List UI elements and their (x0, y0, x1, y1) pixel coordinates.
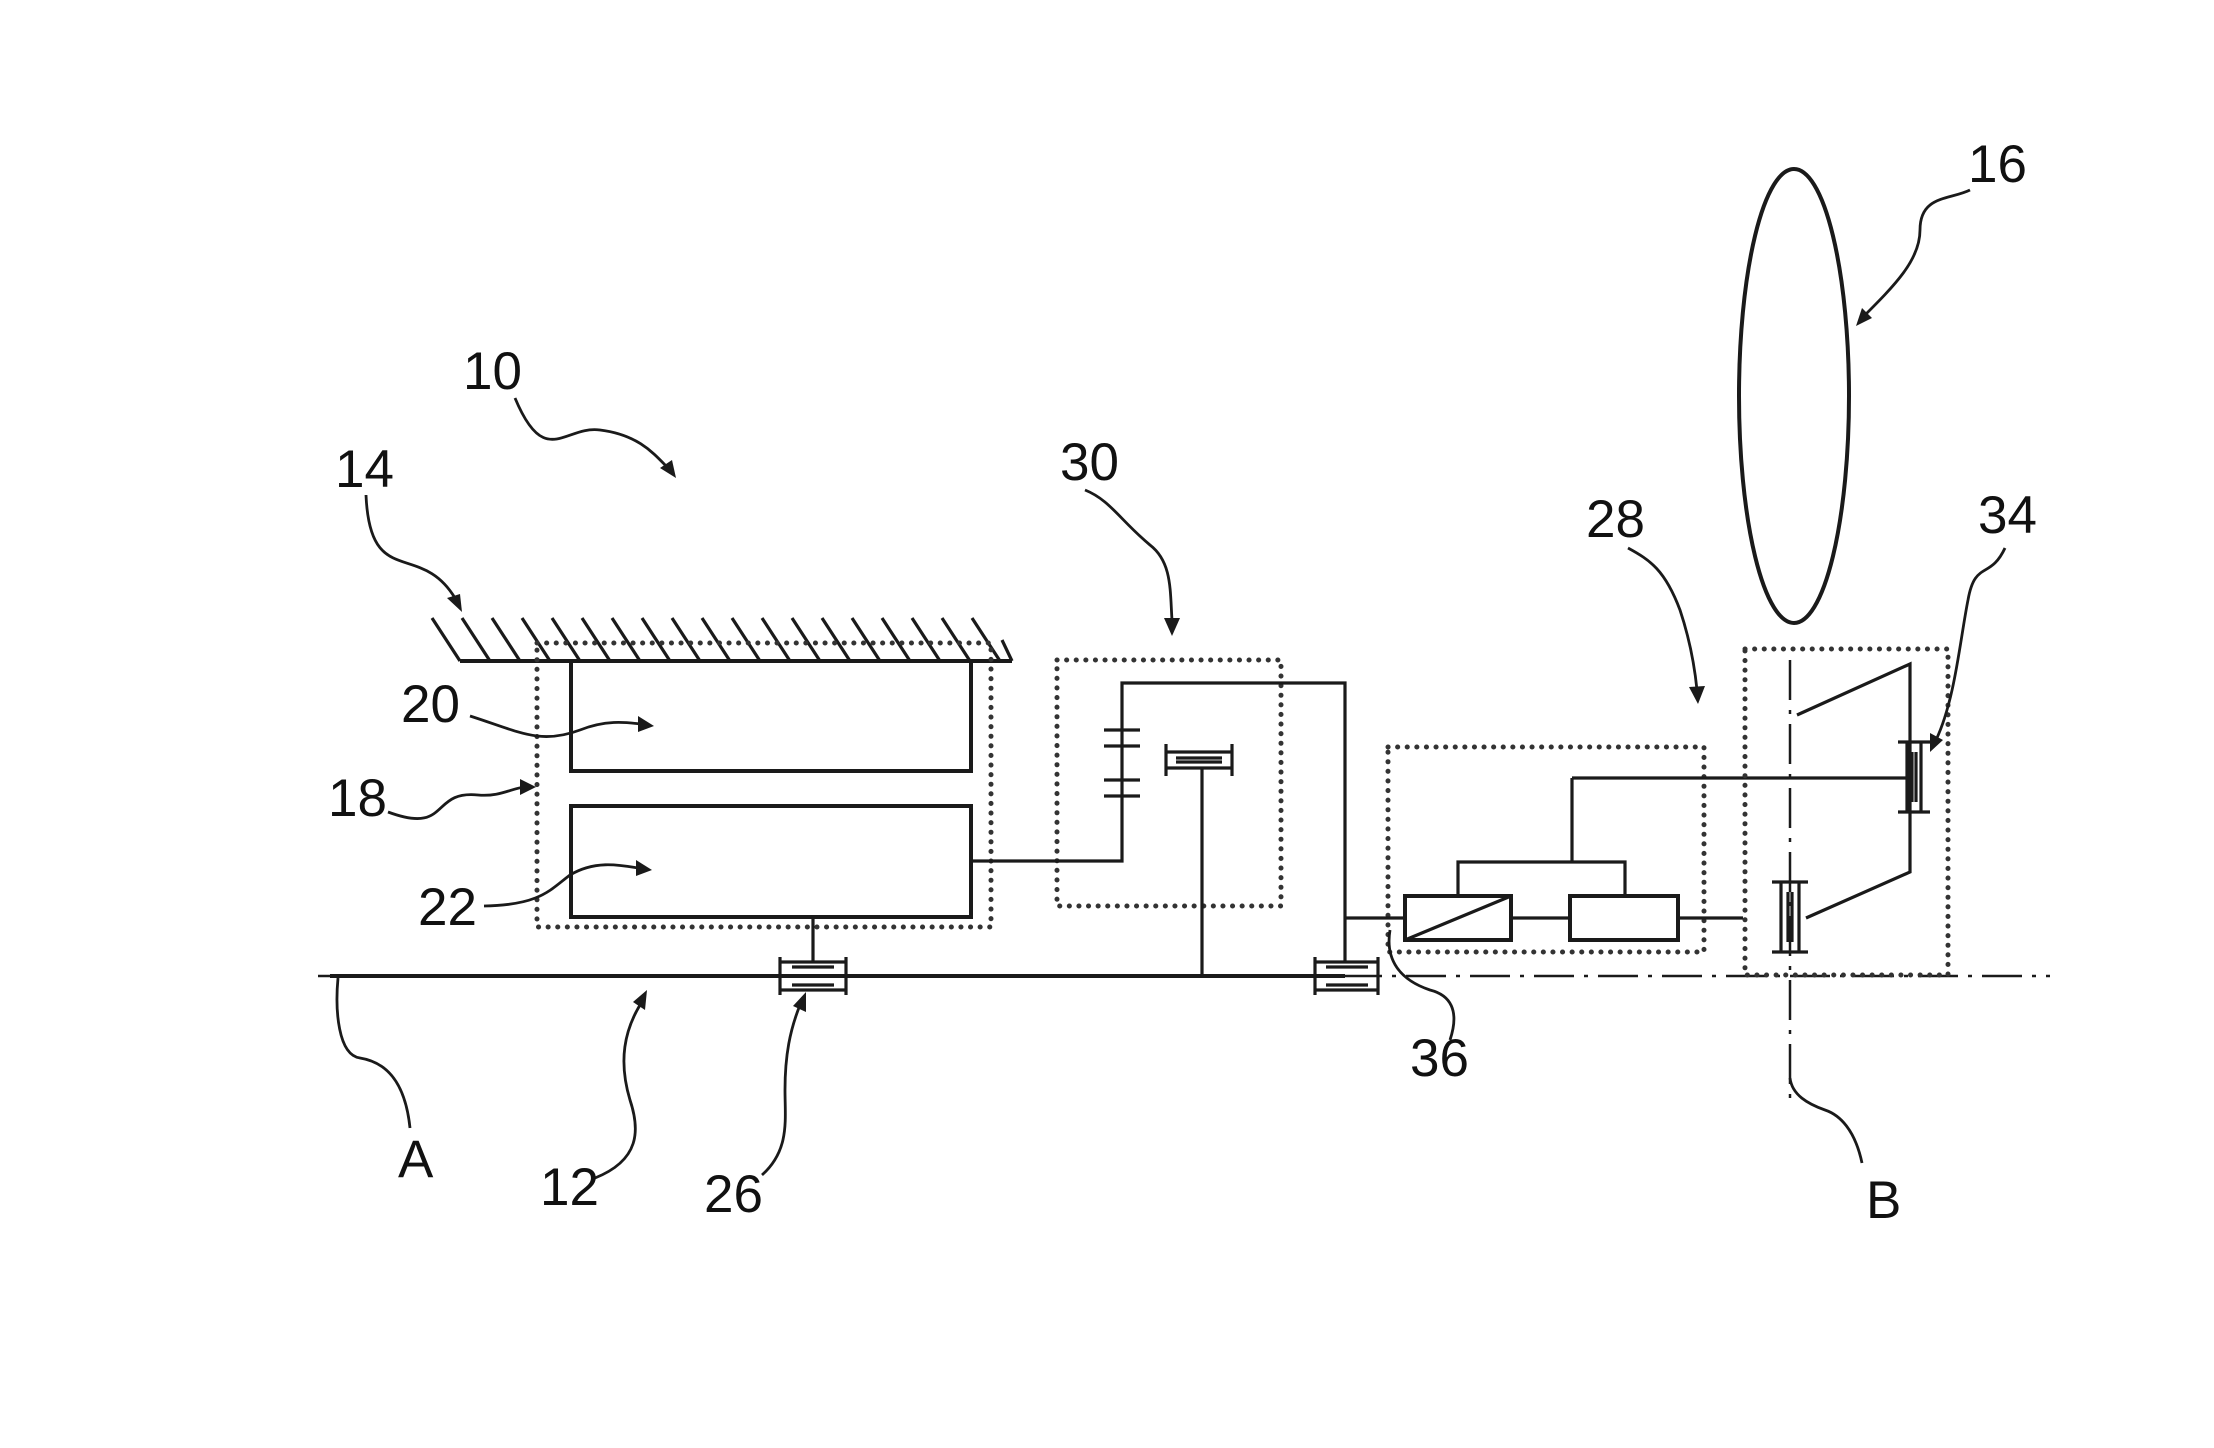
arrow-20 (638, 716, 654, 732)
label-12: 12 (540, 1158, 599, 1217)
label-18: 18 (328, 769, 387, 828)
unit-28-bridge (1458, 862, 1625, 896)
label-10: 10 (463, 342, 522, 401)
leader-30 (1085, 490, 1172, 620)
leader-26 (762, 1005, 800, 1175)
housing-ground (432, 618, 1012, 661)
label-34: 34 (1978, 486, 2037, 545)
leader-28 (1628, 548, 1697, 690)
leader-14 (366, 495, 455, 598)
label-b: B (1866, 1171, 1901, 1230)
leader-34 (1936, 548, 2005, 740)
leader-b (1790, 1078, 1862, 1163)
converter-diagonal (1405, 896, 1511, 940)
leader-36 (1389, 930, 1454, 1040)
arrow-18 (520, 779, 536, 795)
leader-10 (515, 398, 670, 470)
label-a: A (398, 1130, 434, 1189)
arrow-14 (447, 594, 462, 612)
leader-12 (595, 1005, 640, 1178)
arrow-30 (1164, 618, 1180, 636)
label-16: 16 (1968, 135, 2027, 194)
leader-22 (484, 865, 638, 906)
label-20: 20 (401, 675, 460, 734)
leader-16 (1862, 190, 1970, 318)
label-36: 36 (1410, 1029, 1469, 1088)
label-14: 14 (335, 440, 394, 499)
component-20-box (571, 661, 971, 771)
label-26: 26 (704, 1165, 763, 1224)
arrow-28 (1689, 686, 1705, 704)
label-28: 28 (1586, 490, 1645, 549)
gear-stage-30-boundary (1057, 660, 1281, 906)
leader-20 (470, 716, 640, 737)
label-30: 30 (1060, 433, 1119, 492)
component-22-box (571, 806, 971, 917)
unit-18-boundary (537, 643, 991, 927)
arrow-26 (793, 992, 806, 1012)
stage-30-input-shaft (971, 683, 1345, 914)
rotor-blade-16 (1739, 169, 1849, 623)
leader-18 (388, 787, 525, 819)
pitch-frame (1797, 664, 1910, 918)
leader-a (337, 978, 410, 1128)
arrow-22 (636, 860, 652, 876)
load-box (1570, 896, 1678, 940)
label-22: 22 (418, 878, 477, 937)
